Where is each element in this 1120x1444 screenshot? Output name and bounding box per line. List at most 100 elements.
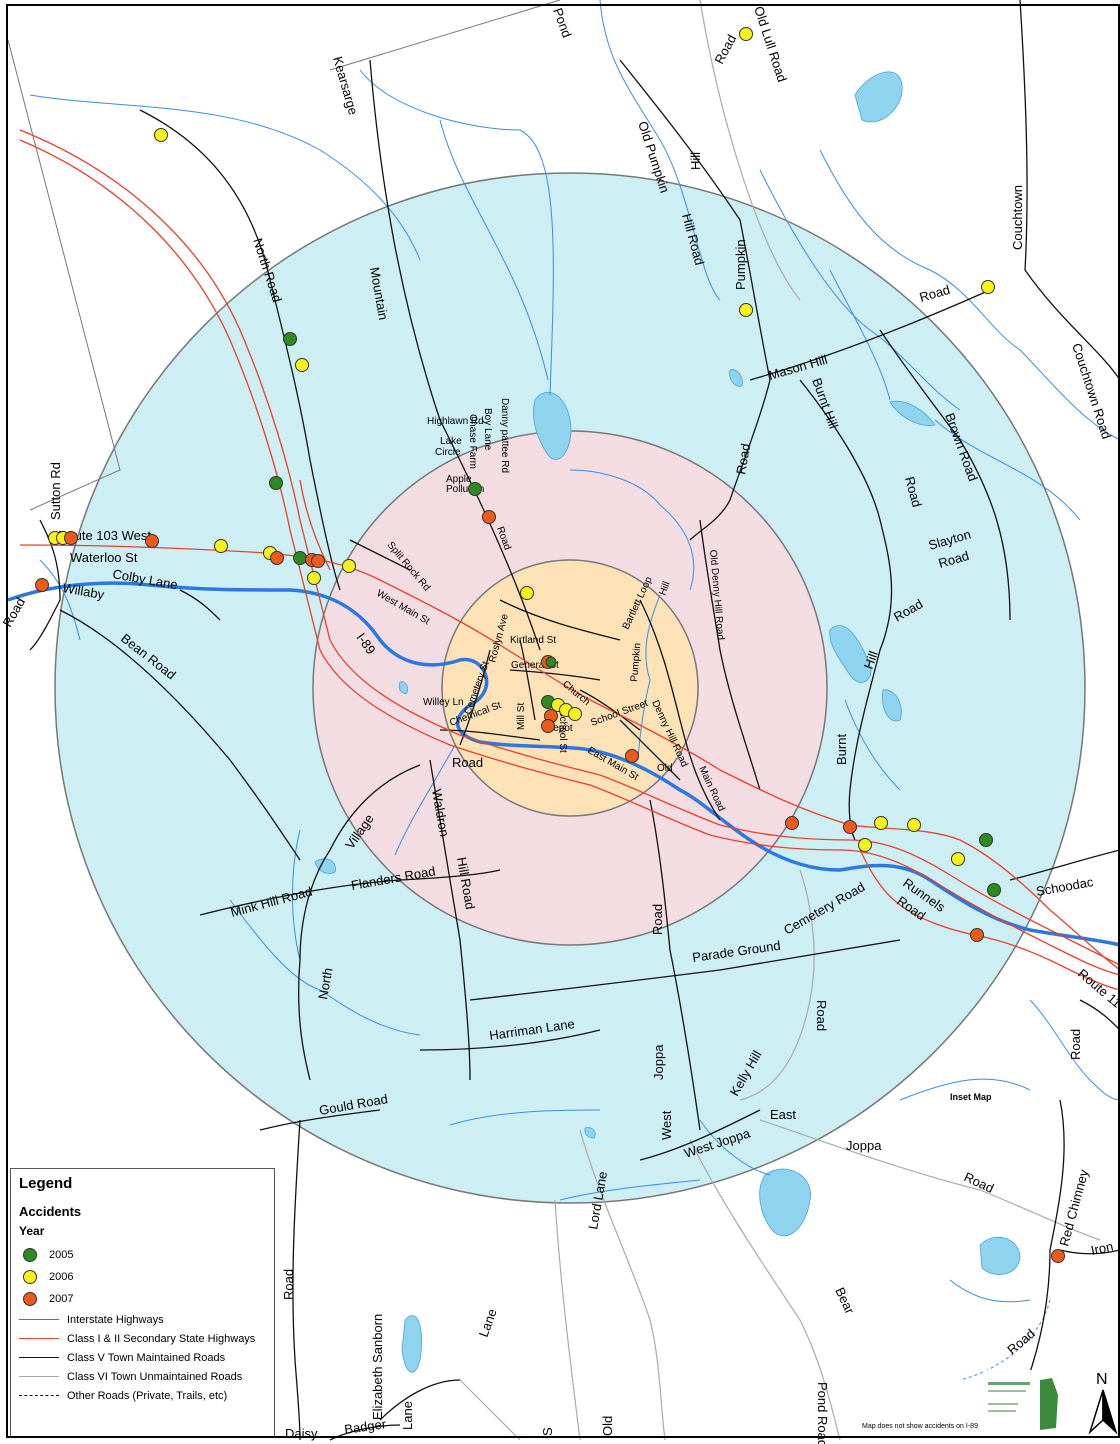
road-label: General St bbox=[511, 660, 559, 671]
accident-2006 bbox=[739, 27, 753, 41]
accident-2006 bbox=[874, 816, 888, 830]
road-label: Iron bbox=[1090, 1239, 1115, 1258]
streams bbox=[29, 0, 1120, 1381]
legend-year-text: 2006 bbox=[49, 1271, 74, 1283]
legend-line-class-v: Class V Town Maintained Roads bbox=[19, 1348, 266, 1367]
legend-subtitle: Accidents bbox=[19, 1204, 82, 1219]
road-label: S bbox=[540, 1427, 555, 1436]
accident-2007 bbox=[145, 534, 159, 548]
accident-2006 bbox=[739, 303, 753, 317]
legend-line-icon bbox=[19, 1319, 59, 1320]
accident-2007 bbox=[625, 749, 639, 763]
road-label: Road bbox=[0, 595, 28, 629]
road-label: Road bbox=[1004, 1326, 1037, 1357]
road-label: Circle bbox=[435, 447, 461, 458]
accident-2007 bbox=[64, 531, 78, 545]
legend-year-2007: 2007 bbox=[19, 1288, 266, 1310]
road-label: Burnt bbox=[834, 734, 849, 765]
road-label: Road bbox=[650, 904, 665, 935]
road-label: Road bbox=[281, 1269, 296, 1300]
legend-line-interstate: Interstate Highways bbox=[19, 1310, 266, 1329]
road-label: Kirtland St bbox=[510, 635, 556, 646]
road-label: Depot bbox=[546, 723, 573, 734]
accident-2005 bbox=[979, 833, 993, 847]
disclaimer: Map does not show accidents on I-89 bbox=[862, 1423, 978, 1430]
road-label: Pumpkin bbox=[629, 643, 643, 683]
town-boundaries bbox=[7, 0, 561, 511]
legend-line-icon bbox=[19, 1395, 59, 1396]
accident-2006 bbox=[981, 280, 995, 294]
accident-2005 bbox=[269, 476, 283, 490]
legend-line-text: Interstate Highways bbox=[67, 1313, 164, 1326]
road-label: Highlawn Rd bbox=[427, 416, 484, 427]
class-vi-roads bbox=[459, 0, 1101, 1441]
accident-2005 bbox=[468, 482, 482, 496]
legend-line-text: Class VI Town Unmaintained Roads bbox=[67, 1370, 243, 1383]
road-label: North bbox=[315, 967, 335, 1001]
road-label: Road bbox=[733, 442, 753, 475]
road-label: Lake bbox=[440, 436, 462, 447]
legend-line-text: Class V Town Maintained Roads bbox=[67, 1351, 226, 1364]
accident-2005 bbox=[545, 656, 557, 668]
road-label: Pumpkin bbox=[733, 239, 748, 290]
road-label: Hill bbox=[688, 152, 703, 170]
accident-2006 bbox=[342, 559, 356, 573]
accident-2007 bbox=[970, 928, 984, 942]
legend: Legend Accidents Year 2005 2006 2007 Int… bbox=[10, 1168, 275, 1438]
accident-2006 bbox=[154, 128, 168, 142]
accident-2006 bbox=[295, 358, 309, 372]
legend-line-icon bbox=[19, 1376, 59, 1377]
accident-2007 bbox=[270, 551, 284, 565]
road-label: Lane bbox=[476, 1307, 500, 1339]
road-label: Hill bbox=[657, 580, 672, 597]
road-label: Boy Lane bbox=[482, 408, 493, 451]
river bbox=[7, 581, 1120, 947]
road-label: Old bbox=[600, 1416, 615, 1436]
road-label: Pollution bbox=[446, 484, 484, 495]
road-label: West bbox=[659, 1110, 674, 1140]
road-label: Old bbox=[657, 763, 673, 774]
road-label: Daisy bbox=[285, 1426, 318, 1441]
accident-2006 bbox=[307, 571, 321, 585]
accident-2006 bbox=[568, 707, 582, 721]
road-label: Road bbox=[814, 1000, 829, 1031]
road-label: Road bbox=[711, 32, 739, 66]
road-label: Pond Road bbox=[815, 1382, 830, 1444]
road-label: Elizabeth Sanborn bbox=[370, 1314, 385, 1420]
accident-2006 bbox=[907, 818, 921, 832]
road-label: Road bbox=[452, 755, 483, 770]
class-v-roads bbox=[29, 0, 1120, 1441]
accident-2005 bbox=[293, 551, 307, 565]
legend-dot-icon bbox=[23, 1248, 37, 1262]
legend-line-text: Class I & II Secondary State Highways bbox=[67, 1332, 256, 1345]
road-label: Chase Farm bbox=[467, 414, 478, 469]
legend-line-other: Other Roads (Private, Trails, etc) bbox=[19, 1386, 266, 1405]
water-bodies bbox=[314, 71, 1021, 1373]
accident-2007 bbox=[785, 816, 799, 830]
accident-2007 bbox=[311, 554, 325, 568]
road-label: Pond bbox=[550, 6, 574, 40]
road-label: Danny pattee Rd bbox=[499, 398, 510, 473]
accident-2006 bbox=[214, 539, 228, 553]
legend-line-secondary: Class I & II Secondary State Highways bbox=[19, 1329, 266, 1348]
accident-2007 bbox=[35, 578, 49, 592]
road-label: Mill St bbox=[516, 703, 527, 730]
legend-line-icon bbox=[19, 1338, 59, 1339]
legend-line-class-vi: Class VI Town Unmaintained Roads bbox=[19, 1367, 266, 1386]
legend-dot-icon bbox=[23, 1270, 37, 1284]
accident-2007 bbox=[1051, 1249, 1065, 1263]
road-label: Road bbox=[1068, 1029, 1083, 1060]
road-label: East bbox=[770, 1107, 796, 1122]
legend-year-label: Year bbox=[19, 1224, 45, 1238]
accident-2007 bbox=[541, 719, 555, 733]
road-label: Old Lull Road bbox=[751, 4, 790, 84]
rpc-logo bbox=[985, 1370, 1058, 1430]
accident-2006 bbox=[520, 586, 534, 600]
road-label: Bear bbox=[832, 1285, 857, 1317]
legend-title: Legend bbox=[19, 1175, 73, 1192]
inset-map-label: Inset Map bbox=[950, 1092, 992, 1102]
legend-line-icon bbox=[19, 1357, 59, 1358]
accident-2005 bbox=[987, 883, 1001, 897]
road-label: Couchtown Road bbox=[1069, 341, 1114, 440]
accident-2006 bbox=[858, 838, 872, 852]
